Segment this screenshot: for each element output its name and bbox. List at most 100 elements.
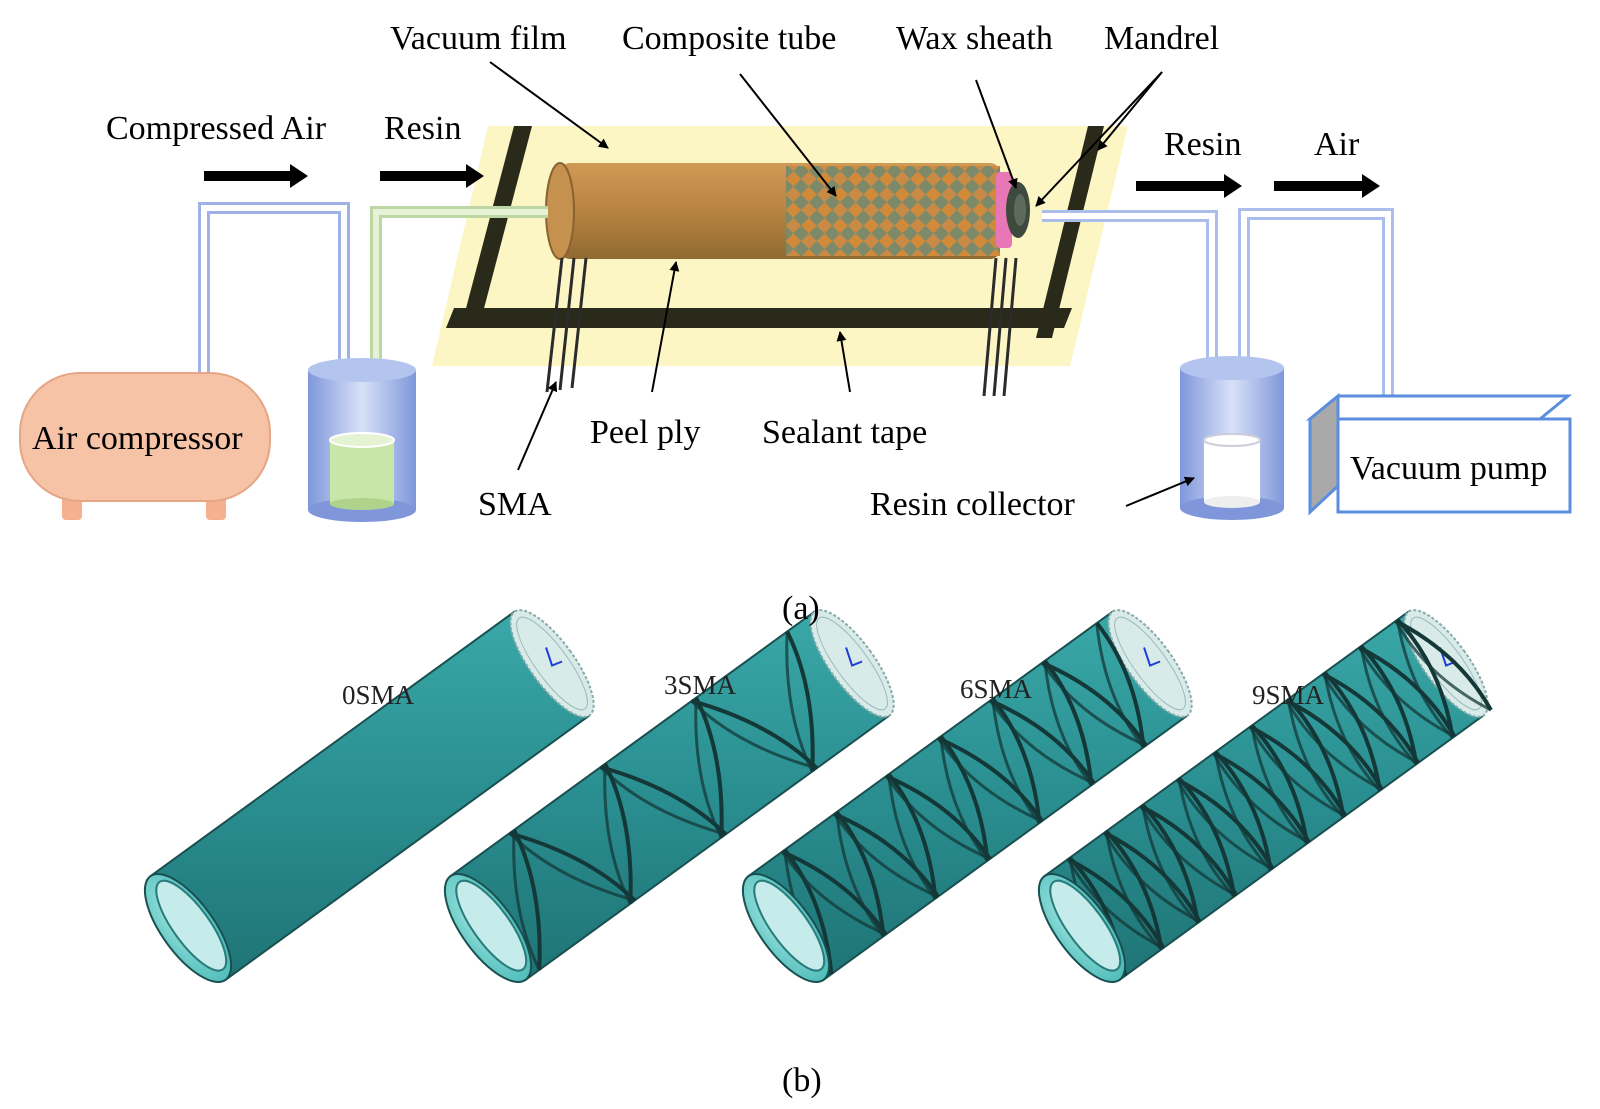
sma-wire — [1359, 645, 1418, 766]
sma-wire — [1141, 804, 1199, 924]
sma-tube-models — [143, 609, 1493, 983]
sma-wire — [1321, 672, 1420, 764]
sma-wire — [1177, 778, 1236, 898]
sma-wire — [1067, 857, 1166, 950]
sma-wire — [1394, 619, 1493, 711]
sma-wire — [991, 697, 1042, 824]
sma-wire — [1139, 805, 1237, 897]
composite-tube-assembly — [545, 162, 1030, 260]
sma-wire — [1323, 671, 1382, 791]
sma-wire — [1103, 830, 1202, 923]
tube-model-0sma — [143, 609, 595, 983]
sma-wire — [1286, 697, 1346, 818]
sma-wire — [989, 698, 1096, 785]
sma-wires-right — [982, 257, 1018, 397]
sma-wire — [1394, 620, 1492, 712]
label-air-compressor: Air compressor — [32, 420, 243, 457]
sma-wire — [1177, 776, 1237, 897]
sma-wire — [1141, 803, 1200, 924]
sma-wire — [1104, 829, 1164, 950]
label-peel-ply: Peel ply — [590, 414, 701, 451]
sma-wire — [1286, 698, 1345, 819]
sma-wire — [887, 772, 938, 899]
sma-wire — [885, 774, 992, 860]
sma-wire — [991, 698, 1041, 824]
label-resin-in: Resin — [384, 110, 462, 147]
sma-wire — [1396, 619, 1454, 739]
label-air-out: Air — [1314, 126, 1360, 163]
label-vacuum-film: Vacuum film — [390, 20, 567, 57]
label-composite-tube: Composite tube — [622, 20, 837, 57]
tube-model-6sma — [741, 609, 1193, 983]
model-label-6sma: 6SMA — [960, 674, 1033, 704]
label-mandrel: Mandrel — [1104, 20, 1220, 57]
sma-wire — [1043, 660, 1093, 787]
sma-wire — [603, 763, 632, 905]
sma-wire — [1139, 804, 1238, 897]
sma-wire — [1103, 831, 1201, 923]
sma-wire — [1214, 751, 1272, 872]
sma-wire — [1095, 621, 1146, 748]
label-wax-sheath: Wax sheath — [896, 20, 1053, 57]
sma-wire — [1040, 661, 1147, 747]
sma-wire — [884, 775, 991, 861]
caption-a: (a) — [782, 590, 820, 627]
model-label-3sma: 3SMA — [664, 670, 737, 700]
sma-wire — [1214, 750, 1273, 871]
sma-wire — [694, 697, 723, 839]
sma-wire — [1066, 858, 1164, 950]
sma-wire — [512, 829, 541, 971]
sma-wire — [833, 812, 940, 898]
model-label-9sma: 9SMA — [1252, 680, 1325, 710]
sma-wire — [988, 699, 1095, 785]
sma-wire — [1250, 724, 1310, 844]
sma-wire — [1323, 672, 1382, 792]
sealant-frame-left — [464, 126, 532, 316]
sma-wire — [780, 850, 887, 936]
label-compressed-air: Compressed Air — [106, 110, 327, 147]
flow-arrows — [204, 164, 1380, 198]
sma-wires-left — [545, 257, 588, 393]
caption-b: (b) — [782, 1062, 822, 1099]
sma-wire — [690, 699, 818, 770]
vacuum-pump — [1305, 392, 1573, 516]
label-resin-out: Resin — [1164, 126, 1242, 163]
sma-wire — [835, 811, 885, 938]
sma-wire — [1250, 725, 1309, 845]
sma-wire — [1212, 751, 1311, 844]
sma-wire — [1248, 726, 1347, 818]
sma-wire — [1358, 645, 1457, 738]
sealant-tape-bar — [446, 308, 1072, 328]
tube-model-3sma — [443, 609, 895, 983]
sma-wire — [1285, 699, 1383, 791]
sma-wire — [1095, 622, 1145, 749]
sma-wire — [1249, 724, 1348, 817]
sma-wire — [937, 736, 1044, 823]
sma-wire — [1285, 698, 1384, 791]
sealant-frame-right — [1036, 126, 1104, 338]
vacuum-line-pipe — [1238, 208, 1394, 414]
sma-wire — [832, 813, 939, 899]
sma-wire — [508, 832, 636, 902]
sma-wire — [1041, 660, 1148, 747]
sma-wire — [1357, 646, 1456, 738]
tube-model-9sma — [1037, 609, 1493, 983]
sma-wire — [1043, 659, 1094, 786]
sma-wire — [1396, 618, 1455, 739]
sma-wire — [785, 630, 815, 772]
sma-wire — [1104, 831, 1163, 951]
sma-wire — [1359, 644, 1419, 765]
compressed-air-pipe — [198, 202, 350, 392]
label-vacuum-pump: Vacuum pump — [1350, 450, 1548, 487]
sma-wire — [939, 735, 990, 861]
sma-wire — [1321, 673, 1419, 765]
sma-wire — [887, 774, 937, 900]
resin-container — [308, 358, 416, 522]
air-compressor — [19, 372, 271, 520]
leader-lines — [489, 61, 1195, 507]
sma-wire — [781, 849, 888, 936]
sma-wire — [1212, 752, 1310, 844]
sma-wire — [939, 736, 989, 862]
